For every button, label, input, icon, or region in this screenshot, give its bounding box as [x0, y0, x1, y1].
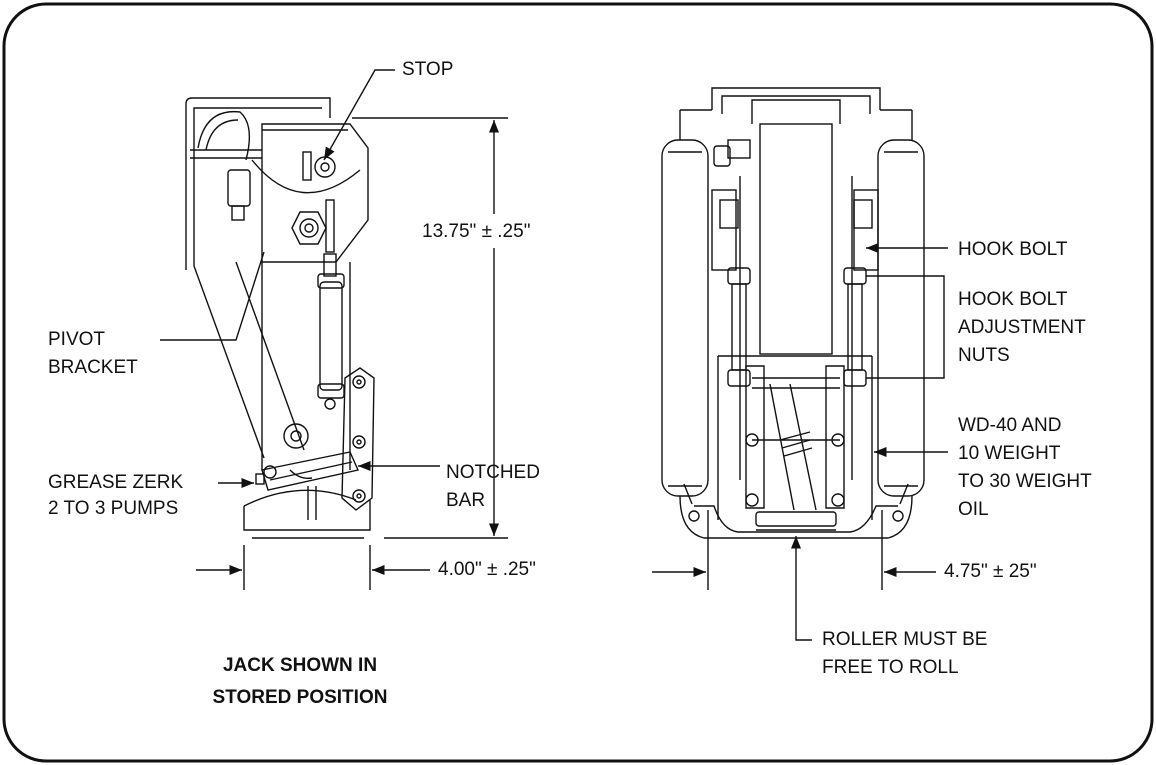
notched-bar-label-line1: NOTCHED [446, 462, 540, 483]
notched-bar-label-line2: BAR [446, 490, 486, 511]
caption-line1: JACK SHOWN IN [222, 655, 378, 676]
lubricant-label-line3: TO 30 WEIGHT [958, 471, 1092, 492]
adjustment-nuts-label-line2: ADJUSTMENT [958, 317, 1086, 338]
height-dimension-label: 13.75" ± .25" [422, 221, 531, 242]
pivot-bracket-label-line2: BRACKET [48, 357, 138, 378]
roller-label-line1: ROLLER MUST BE [822, 629, 988, 650]
grease-zerk-label-line1: GREASE ZERK [48, 472, 184, 493]
lubricant-label-line4: OIL [958, 499, 989, 520]
pivot-bracket-label-line1: PIVOT [48, 329, 106, 350]
adjustment-nuts-label-line3: NUTS [958, 345, 1010, 366]
dimension-lines [196, 117, 936, 590]
jack-side-view [185, 97, 375, 539]
stop-label: STOP [402, 59, 454, 80]
side-width-dimension-label: 4.00" ± .25" [438, 559, 536, 580]
lubricant-label-line1: WD-40 AND [958, 415, 1062, 436]
lubricant-label-line2: 10 WEIGHT [958, 443, 1061, 464]
jack-front-view [661, 87, 925, 539]
adjustment-nuts-label-line1: HOOK BOLT [958, 289, 1068, 310]
caption-line2: STORED POSITION [212, 687, 388, 708]
leader-lines [160, 69, 948, 641]
grease-zerk-label-line2: 2 TO 3 PUMPS [48, 498, 179, 519]
front-width-dimension-label: 4.75" ± 25" [944, 561, 1037, 582]
roller-label-line2: FREE TO ROLL [822, 657, 959, 678]
hook-bolt-label: HOOK BOLT [958, 239, 1068, 260]
